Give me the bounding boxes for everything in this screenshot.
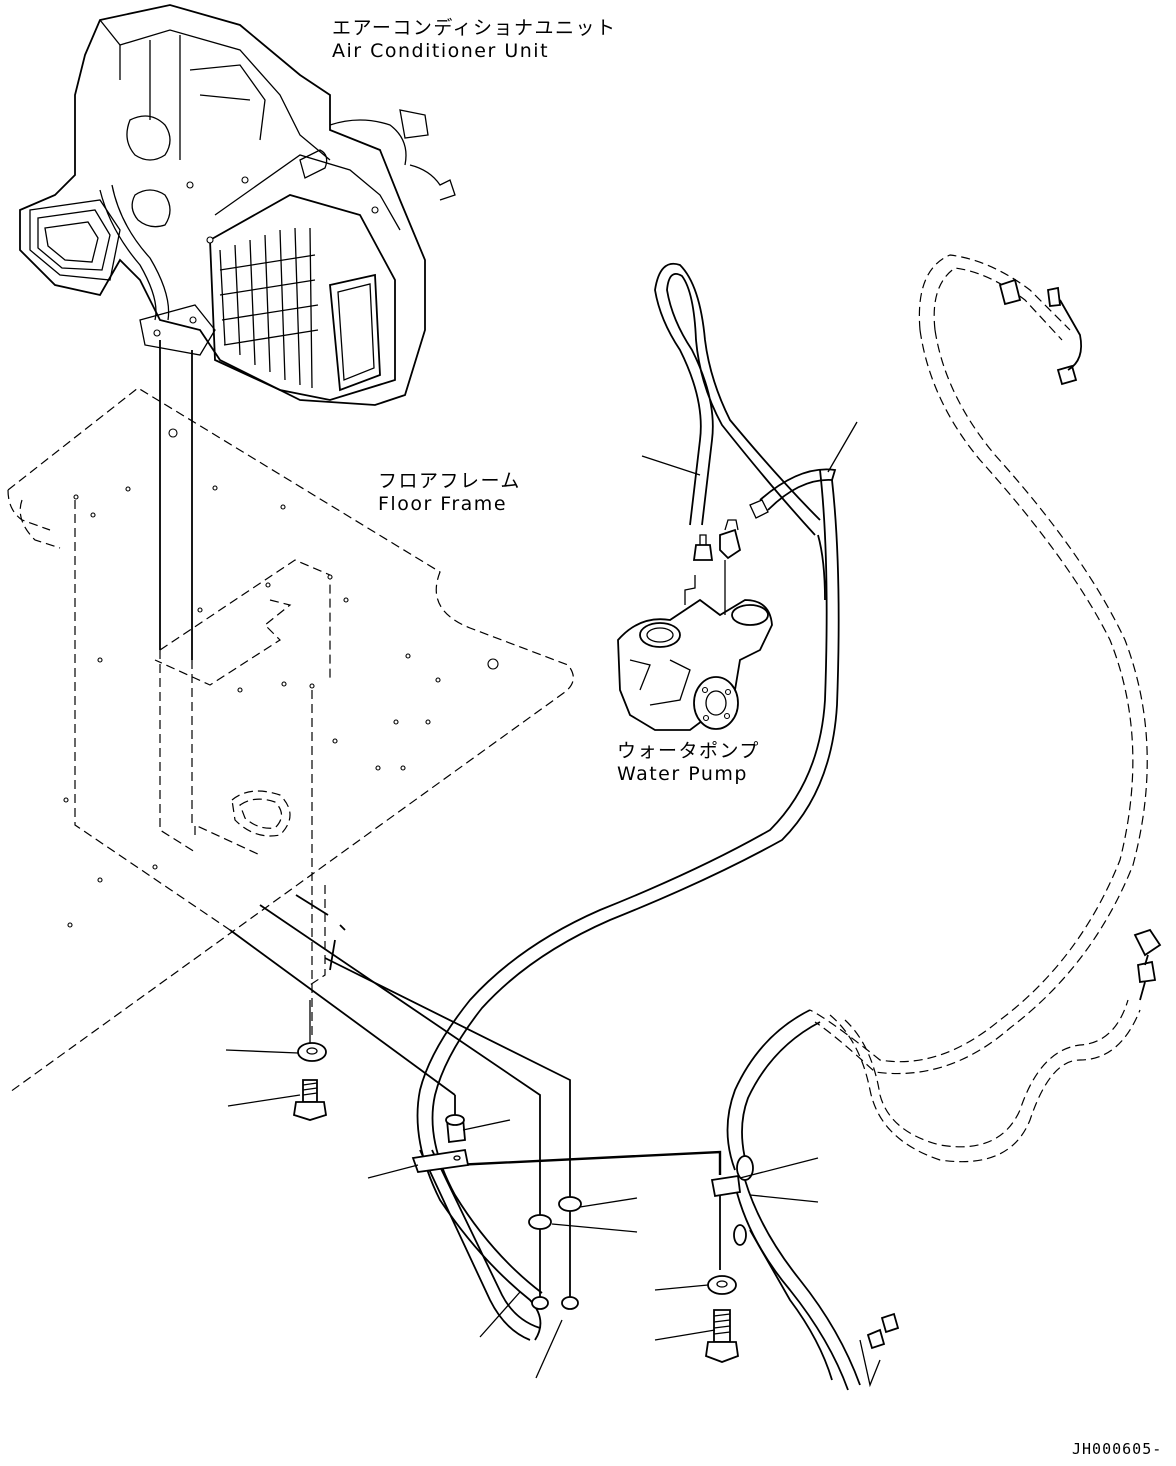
air-conditioner-label-jp: エアーコンディショナユニット [332,17,617,39]
small-parts [292,1042,900,1363]
upper-right-fitting [998,278,1083,386]
ac-down-pipes [159,340,196,853]
hoses [416,254,1148,1391]
floor-frame-label-en: Floor Frame [378,493,508,515]
drawing-code: JH000605- [1072,1440,1163,1458]
water-pump-label-en: Water Pump [617,763,748,785]
water-pump-label-jp: ウォータポンプ [617,740,760,762]
floor-frame [7,387,574,1093]
heater-pipes [229,885,722,1305]
water-pump [617,519,773,731]
floor-frame-label-jp: フロアフレーム [378,470,521,492]
air-conditioner-label-en: Air Conditioner Unit [332,40,550,62]
lower-right-fitting [1133,928,1162,1001]
air-conditioner-unit [19,4,456,406]
leader-lines [225,421,858,1379]
